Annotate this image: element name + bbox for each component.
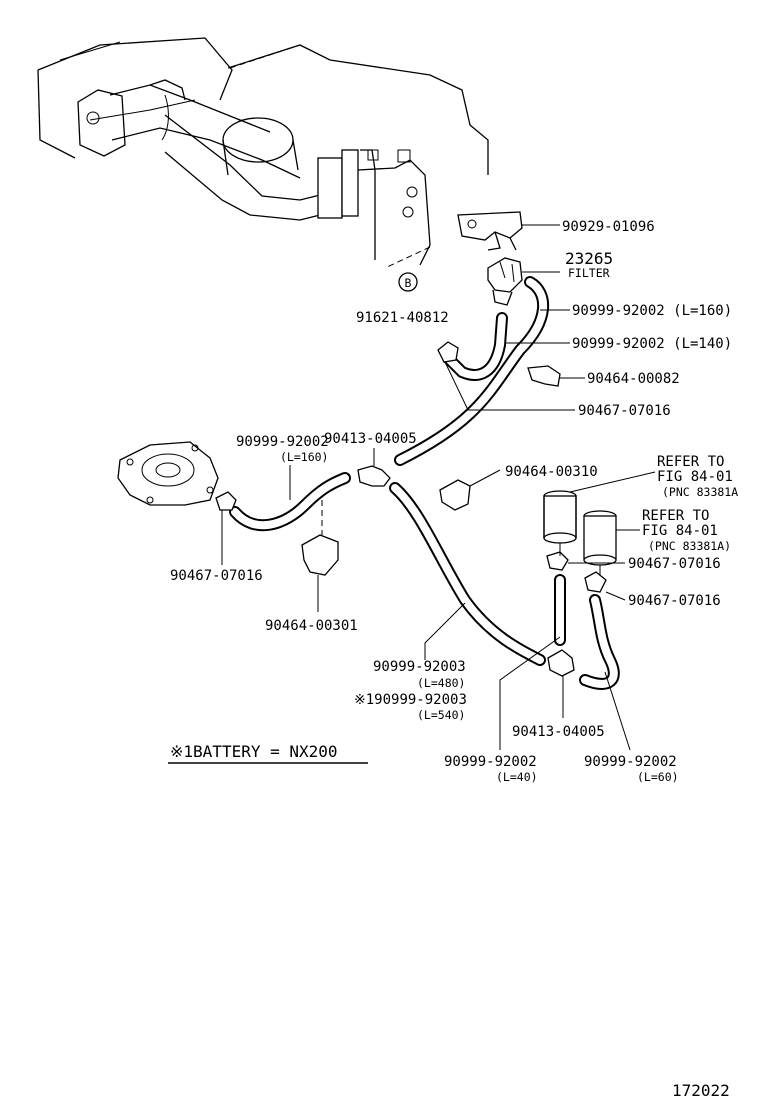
label-hose92003: 90999-92003: [373, 659, 466, 675]
label-hose40-len: (L=40): [496, 770, 538, 784]
bolt-letter: B: [405, 276, 412, 290]
clamp-top: [437, 341, 459, 363]
label-clamp-top: 90467-07016: [578, 403, 671, 419]
engine-intake-assembly: [37, 37, 489, 266]
label-tjoint-bottom: 90413-04005: [512, 724, 605, 740]
label-hose160-left-len: (L=160): [280, 450, 328, 464]
clip-00310: [439, 479, 471, 511]
label-filter: FILTER: [568, 266, 610, 280]
label-clip00082: 90464-00082: [587, 371, 680, 387]
label-hose160-left: 90999-92002: [236, 434, 329, 450]
part-labels: 90929-01096 23265 FILTER 91621-40812 909…: [170, 219, 738, 784]
clamp-right: [584, 571, 607, 593]
tjoint-bottom: [547, 649, 575, 677]
battery-note-text: ※1BATTERY = NX200: [170, 742, 338, 761]
label-hose92003-alt: ※190999-92003: [354, 692, 467, 708]
label-clip00310: 90464-00310: [505, 464, 598, 480]
label-clip00301: 90464-00301: [265, 618, 358, 634]
label-refer1-b: FIG 84-01: [657, 469, 733, 485]
label-hose140: 90999-92002 (L=140): [572, 336, 732, 352]
label-hose160-top: 90999-92002 (L=160): [572, 303, 732, 319]
label-clamp-left: 90467-07016: [170, 568, 263, 584]
label-23265: 23265: [565, 249, 613, 268]
label-refer2-b: FIG 84-01: [642, 523, 718, 539]
label-refer1-a: REFER TO: [657, 454, 724, 470]
label-hose60-len: (L=60): [637, 770, 679, 784]
clip-00082: [527, 365, 561, 387]
label-hose92003-alt-len: (L=540): [417, 708, 465, 722]
label-clamp-mid: 90467-07016: [628, 556, 721, 572]
battery-note: ※1BATTERY = NX200: [168, 742, 368, 764]
filter-23265: [487, 257, 523, 306]
canister-2: [583, 510, 617, 575]
label-refer2-c: (PNC 83381A): [648, 539, 731, 553]
label-clamp-right: 90467-07016: [628, 593, 721, 609]
clip-00301: [301, 500, 339, 576]
label-90929: 90929-01096: [562, 219, 655, 235]
bolt-b: B: [384, 246, 431, 292]
tjoint-top: [357, 465, 391, 487]
label-refer1-c: (PNC 83381A: [662, 485, 738, 499]
hoses: [229, 276, 620, 690]
label-91621: 91621-40812: [356, 310, 449, 326]
clamp-mid: [546, 551, 569, 571]
clamp-left: [215, 491, 237, 511]
canister-1: [543, 490, 577, 556]
figure-number: 172022: [672, 1081, 730, 1100]
label-refer2-a: REFER TO: [642, 508, 709, 524]
label-tjoint-top: 90413-04005: [324, 431, 417, 447]
label-hose60: 90999-92002: [584, 754, 677, 770]
label-hose92003-len: (L=480): [417, 676, 465, 690]
vacuum-actuator: [117, 441, 219, 506]
bracket-90929: [457, 211, 523, 251]
label-hose40: 90999-92002: [444, 754, 537, 770]
leader-lines: [221, 309, 631, 751]
